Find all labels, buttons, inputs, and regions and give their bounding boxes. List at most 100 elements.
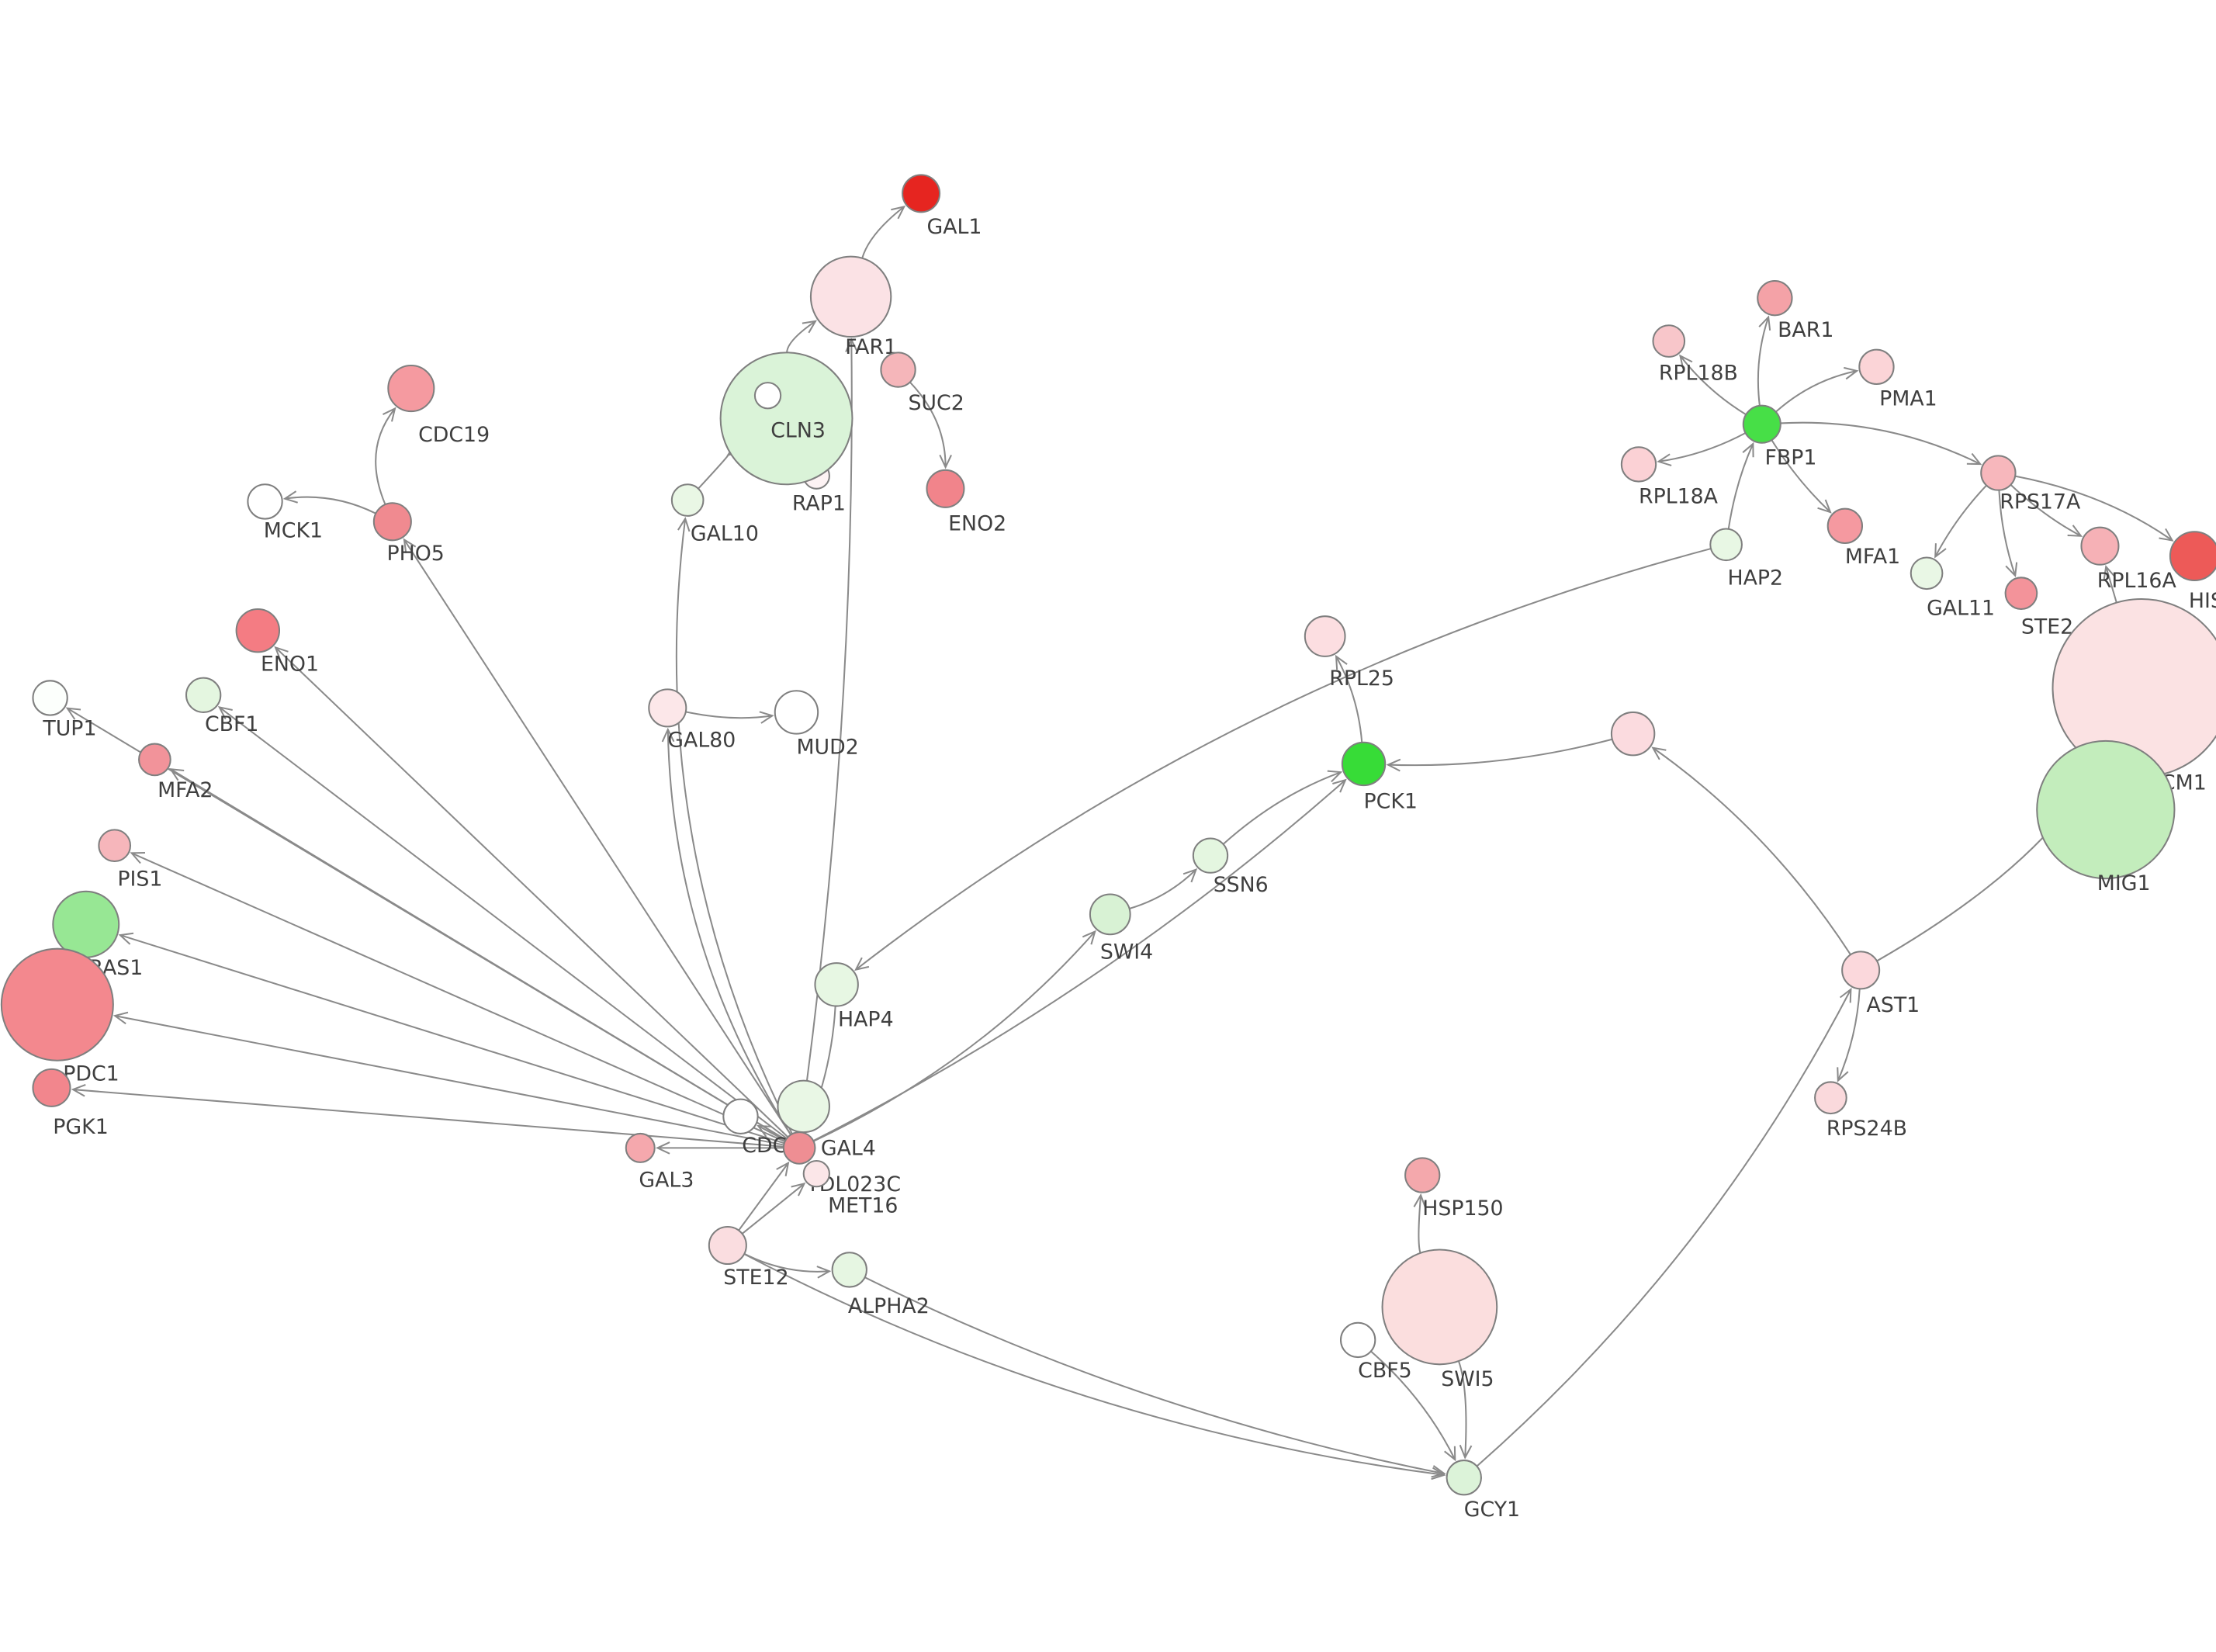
- node-rpl16a[interactable]: [2080, 526, 2120, 566]
- node-pck1[interactable]: [1341, 741, 1387, 787]
- edge-swi5-gcy1[interactable]: [1457, 1360, 1473, 1460]
- node-gal1[interactable]: [902, 174, 941, 213]
- edge-fbp1-mfa1[interactable]: [1771, 439, 1832, 514]
- node-rps24b[interactable]: [1814, 1081, 1847, 1115]
- node-pma1[interactable]: [1858, 348, 1895, 386]
- edge-fbp1-rpl18a[interactable]: [1657, 432, 1747, 466]
- node-cbf1[interactable]: [185, 677, 222, 713]
- edge-pho5-cdc19[interactable]: [375, 407, 396, 505]
- node-fbp1[interactable]: [1742, 404, 1781, 444]
- node-cdc19[interactable]: [387, 364, 435, 413]
- node-pho5[interactable]: [372, 502, 412, 542]
- edge-gal4-ras1[interactable]: [118, 932, 785, 1145]
- node-rpl18a[interactable]: [1620, 446, 1657, 483]
- node-ydl023c[interactable]: [722, 1098, 759, 1134]
- node-rpl25[interactable]: [1304, 615, 1346, 657]
- edge-far1-gal1[interactable]: [861, 205, 906, 259]
- edge-ssn6-pck1[interactable]: [1222, 770, 1343, 845]
- node-gcy1[interactable]: [1446, 1460, 1482, 1496]
- edge-hap2-fbp1[interactable]: [1727, 442, 1754, 529]
- node-eno1[interactable]: [235, 608, 281, 653]
- node-swi5[interactable]: [1381, 1249, 1498, 1366]
- node-met16[interactable]: [802, 1160, 830, 1188]
- node-swi4[interactable]: [1089, 893, 1131, 936]
- edge-rps17a-gal11[interactable]: [1934, 484, 1987, 559]
- node-hap4[interactable]: [814, 962, 859, 1007]
- node-gal80[interactable]: [648, 688, 687, 728]
- edge-rps17a-ste2[interactable]: [1998, 490, 2018, 578]
- node-orf1[interactable]: [753, 382, 782, 410]
- edge-cln3-far1[interactable]: [786, 320, 818, 353]
- edge-swi4-ssn6[interactable]: [1129, 868, 1198, 909]
- edge-gal10-cln3[interactable]: [698, 443, 742, 490]
- edge-ste12-met16[interactable]: [741, 1182, 806, 1235]
- node-gal4[interactable]: [782, 1131, 816, 1165]
- node-far1[interactable]: [809, 255, 892, 338]
- edge-gal4-gal10[interactable]: [675, 517, 793, 1134]
- edge-rps17a-his4[interactable]: [2014, 475, 2174, 542]
- node-hsp150[interactable]: [1404, 1157, 1441, 1193]
- node-his4[interactable]: [2169, 531, 2216, 582]
- edge-pck1-rpl25[interactable]: [1335, 654, 1363, 743]
- edge-gal4-cbf1[interactable]: [217, 705, 788, 1139]
- edge-swi5-hsp150[interactable]: [1413, 1193, 1427, 1254]
- node-ste12[interactable]: [708, 1225, 747, 1266]
- node-gal10[interactable]: [670, 483, 705, 517]
- node-label-fbp1: FBP1: [1764, 445, 1816, 469]
- edge-gal4-pdc1[interactable]: [113, 1011, 784, 1146]
- node-hap2[interactable]: [1709, 528, 1743, 562]
- node-label-cln3: CLN3: [770, 418, 826, 442]
- node-bar1[interactable]: [1757, 279, 1793, 317]
- node-cdc28[interactable]: [777, 1079, 830, 1134]
- edge-gal4-swi4[interactable]: [813, 930, 1096, 1142]
- edge-fbp1-bar1[interactable]: [1757, 315, 1771, 406]
- edge-gal4-ydl023c[interactable]: [757, 1124, 786, 1141]
- edge-gal4-pgk1[interactable]: [71, 1084, 784, 1148]
- edge-ste12-gcy1[interactable]: [743, 1253, 1446, 1481]
- node-pis1[interactable]: [98, 829, 132, 863]
- node-orf2[interactable]: [1610, 711, 1656, 757]
- node-ssn6[interactable]: [1192, 837, 1229, 874]
- edge-ast1-orf2[interactable]: [1651, 746, 1851, 955]
- edge-gal4-eno1[interactable]: [274, 646, 789, 1138]
- edge-gal4-gal80[interactable]: [661, 727, 792, 1135]
- edge-gal4-mfa2[interactable]: [168, 768, 787, 1141]
- edge-cbf5-gcy1[interactable]: [1370, 1350, 1456, 1462]
- node-eno2[interactable]: [926, 469, 965, 508]
- node-pgk1[interactable]: [32, 1068, 71, 1107]
- node-cln3[interactable]: [719, 352, 854, 486]
- node-rpl18b[interactable]: [1652, 324, 1686, 358]
- edge-ste12-gal4[interactable]: [738, 1161, 790, 1231]
- node-mfa2[interactable]: [138, 743, 171, 777]
- edge-hap2-hap4[interactable]: [854, 548, 1712, 971]
- node-ste2[interactable]: [2004, 577, 2038, 610]
- edge-alpha2-gcy1[interactable]: [864, 1276, 1446, 1478]
- edge-orf2-pck1[interactable]: [1386, 738, 1613, 772]
- edge-fbp1-rpl18b[interactable]: [1679, 354, 1747, 416]
- edge-fbp1-pma1[interactable]: [1775, 366, 1859, 413]
- edge-gal80-mud2[interactable]: [685, 711, 774, 724]
- node-alpha2[interactable]: [831, 1252, 867, 1288]
- node-ast1[interactable]: [1841, 951, 1881, 990]
- edge-gal4-pis1[interactable]: [130, 851, 785, 1143]
- edge-gcy1-ast1[interactable]: [1476, 987, 1852, 1467]
- node-cbf5[interactable]: [1339, 1321, 1376, 1359]
- node-mfa1[interactable]: [1826, 507, 1864, 545]
- edge-suc2-eno2[interactable]: [909, 381, 952, 469]
- node-gal11[interactable]: [1910, 556, 1944, 590]
- edge-fbp1-rps17a[interactable]: [1780, 421, 1982, 466]
- edge-gal4-pck1[interactable]: [812, 778, 1347, 1142]
- edge-gal4-pho5[interactable]: [403, 538, 791, 1135]
- node-mud2[interactable]: [774, 690, 819, 735]
- node-mig1[interactable]: [2036, 739, 2176, 880]
- node-ras1[interactable]: [52, 890, 120, 958]
- node-rps17a[interactable]: [1980, 455, 2017, 491]
- edge-pho5-mck1[interactable]: [282, 490, 376, 514]
- node-pdc1[interactable]: [0, 947, 114, 1062]
- edge-rps17a-rpl16a[interactable]: [2010, 484, 2083, 537]
- edge-ast1-rps24b[interactable]: [1837, 989, 1861, 1082]
- node-suc2[interactable]: [880, 352, 916, 388]
- node-mck1[interactable]: [247, 483, 283, 520]
- node-tup1[interactable]: [32, 680, 68, 716]
- node-gal3[interactable]: [625, 1132, 656, 1163]
